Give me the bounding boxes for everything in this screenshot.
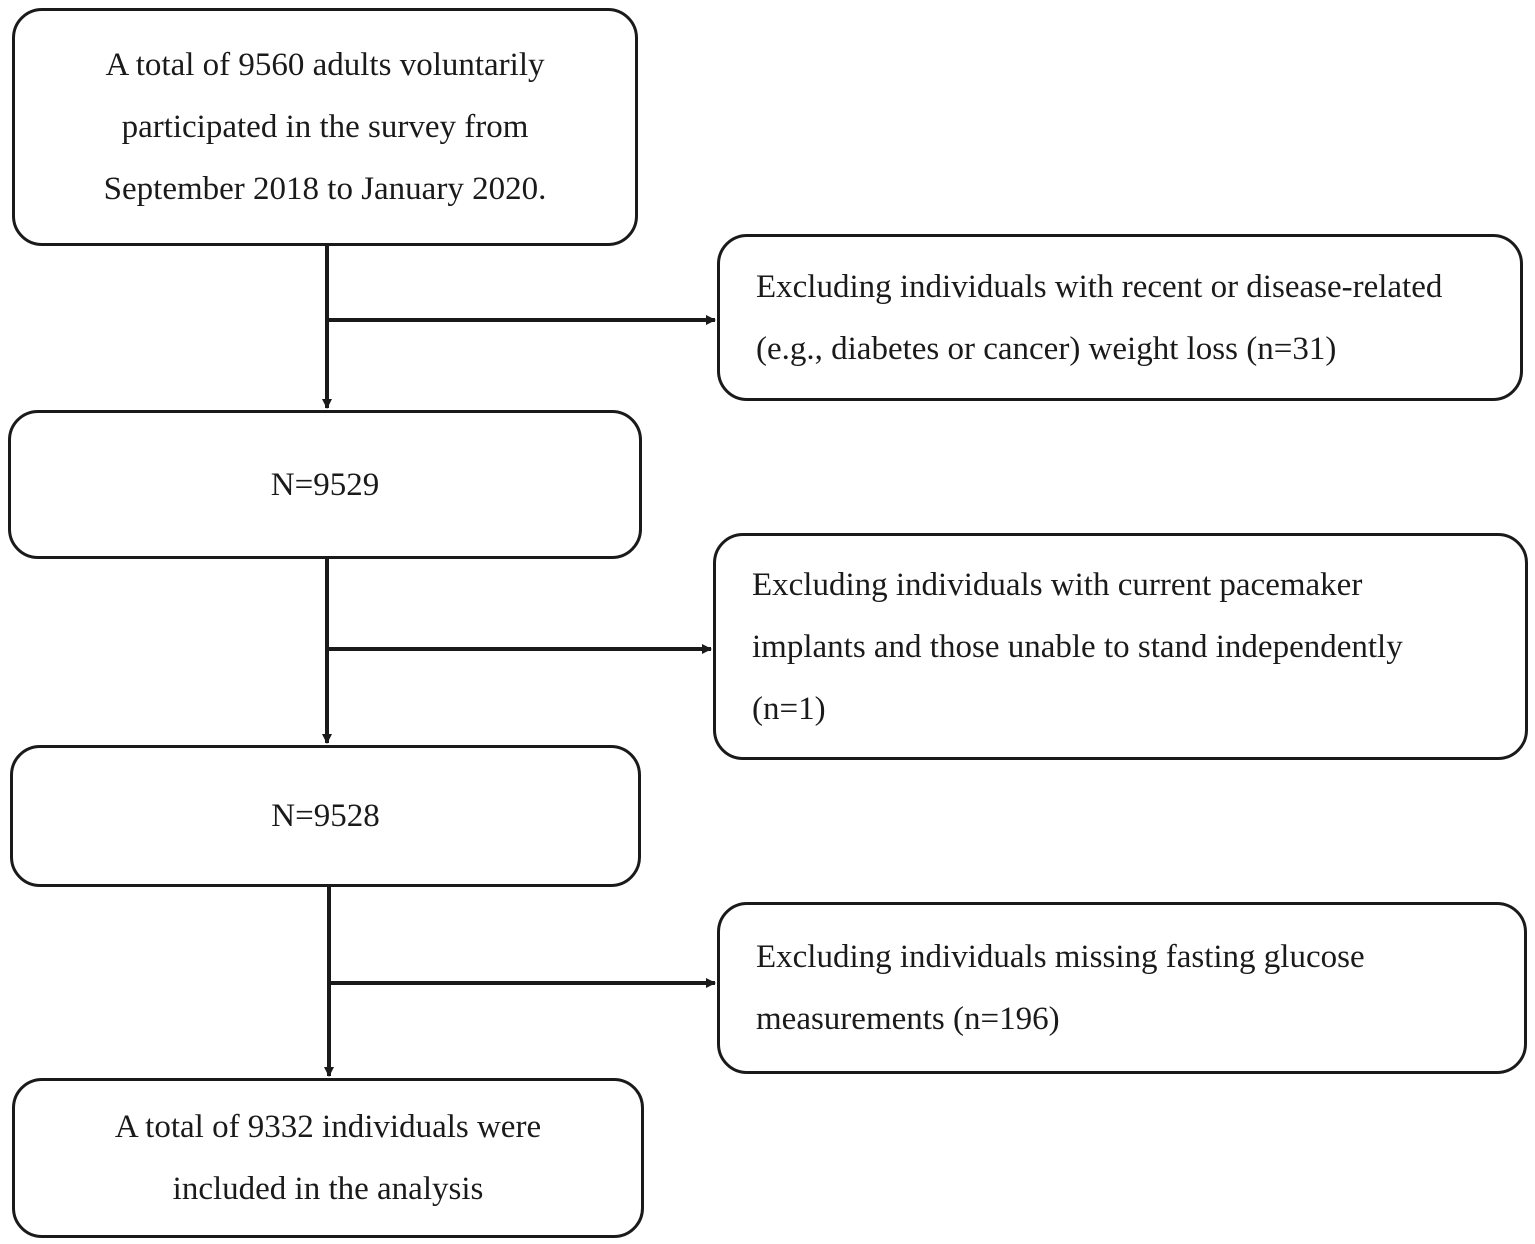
count-box-2: N=9528 [10,745,641,887]
count-box-2-text: N=9528 [271,798,380,834]
exclusion-box-3: Excluding individuals missing fasting gl… [717,902,1527,1074]
start-box-text: A total of 9560 adults voluntarily parti… [103,47,547,207]
count-box-1-text: N=9529 [270,466,380,503]
exclusion-box-1: Excluding individuals with recent or dis… [717,234,1523,401]
exclusion-box-3-text: Excluding individuals missing fasting gl… [756,939,1365,1037]
exclusion-box-1-text: Excluding individuals with recent or dis… [756,268,1443,367]
final-box: A total of 9332 individuals were include… [12,1078,644,1238]
exclusion-box-2-text: Excluding individuals with current pacem… [752,566,1403,727]
count-box-1: N=9529 [8,410,642,559]
final-box-text: A total of 9332 individuals were include… [114,1109,542,1207]
start-box: A total of 9560 adults voluntarily parti… [12,8,638,246]
exclusion-box-2: Excluding individuals with current pacem… [713,533,1528,760]
